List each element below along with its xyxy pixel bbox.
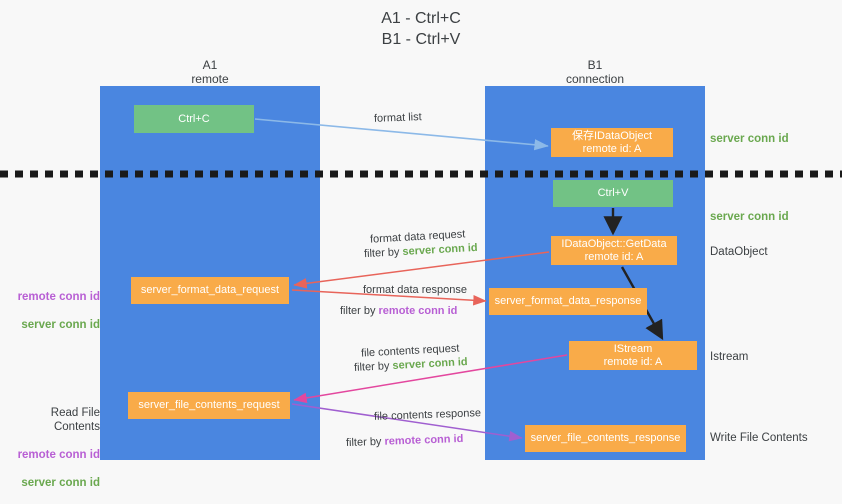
label-remote-conn-id-2: remote conn id <box>17 449 100 461</box>
column-header-a1: A1 remote <box>191 58 229 86</box>
filter-by-text-2: filter by <box>340 305 379 317</box>
box-server-file-contents-response[interactable]: server_file_contents_response <box>525 425 686 452</box>
filter-by-text-1: filter by <box>363 246 403 261</box>
box-server-format-data-response[interactable]: server_format_data_response <box>489 288 647 315</box>
box-istream[interactable]: IStream remote id: A <box>569 341 697 370</box>
edge-label-format-list: format list <box>373 111 422 125</box>
column-header-b1: B1 connection <box>565 58 625 86</box>
box-idataobject-getdata[interactable]: IDataObject::GetData remote id: A <box>551 236 677 265</box>
label-left-conn-ids: remote conn id server conn id <box>8 276 100 346</box>
page-title: A1 - Ctrl+C B1 - Ctrl+V <box>381 10 461 48</box>
filter-by-text-4: filter by <box>345 435 385 450</box>
label-server-conn-id-2: server conn id <box>21 477 100 489</box>
label-server-conn-id-mid: server conn id <box>710 211 789 223</box>
edge-label-filter-remote-conn-1: filter by remote conn id <box>340 304 457 319</box>
server-conn-id-text-1: server conn id <box>402 241 478 259</box>
diagram-canvas: A1 - Ctrl+C B1 - Ctrl+V A1 remote B1 con… <box>0 10 842 489</box>
label-read-file-contents: Read File Contents <box>50 407 100 433</box>
box-ctrl-v[interactable]: Ctrl+V <box>553 180 673 207</box>
remote-conn-id-text-2: remote conn id <box>384 432 464 448</box>
label-read-file-group: Read File Contents remote conn id server… <box>8 392 100 504</box>
remote-conn-id-text-1: remote conn id <box>378 305 458 317</box>
label-write-file-contents: Write File Contents <box>710 432 808 444</box>
box-server-format-data-request[interactable]: server_format_data_request <box>131 277 289 304</box>
label-remote-conn-id-1: remote conn id <box>17 291 100 303</box>
phase-divider <box>0 170 842 178</box>
server-conn-id-text-2: server conn id <box>392 356 468 372</box>
label-dataobject: DataObject <box>710 246 768 258</box>
edge-label-filter-remote-conn-2: filter by remote conn id <box>346 432 464 451</box>
filter-by-text-3: filter by <box>353 359 393 374</box>
label-istream: Istream <box>710 351 749 363</box>
label-server-conn-id-top: server conn id <box>710 133 789 145</box>
box-ctrl-c[interactable]: Ctrl+C <box>134 105 254 133</box>
label-server-conn-id-1: server conn id <box>21 319 100 331</box>
box-server-file-contents-request[interactable]: server_file_contents_request <box>128 392 290 419</box>
box-save-idataobject[interactable]: 保存IDataObject remote id: A <box>551 128 673 157</box>
edge-label-file-contents-response: file contents response <box>373 407 482 423</box>
edge-label-format-data-response: format data response <box>363 284 467 296</box>
